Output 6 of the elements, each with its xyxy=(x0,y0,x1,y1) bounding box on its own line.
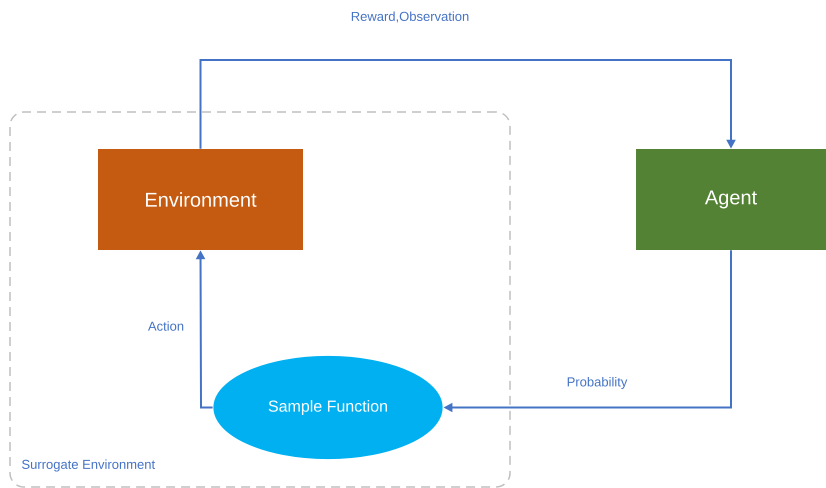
environment-box: Environment xyxy=(98,149,303,250)
edge-label: Action xyxy=(146,320,186,332)
edge-label: Probability xyxy=(566,376,628,390)
arrow xyxy=(200,59,736,149)
agent-box: Agent xyxy=(636,149,826,250)
edge-label: Reward,Observation xyxy=(350,10,470,24)
